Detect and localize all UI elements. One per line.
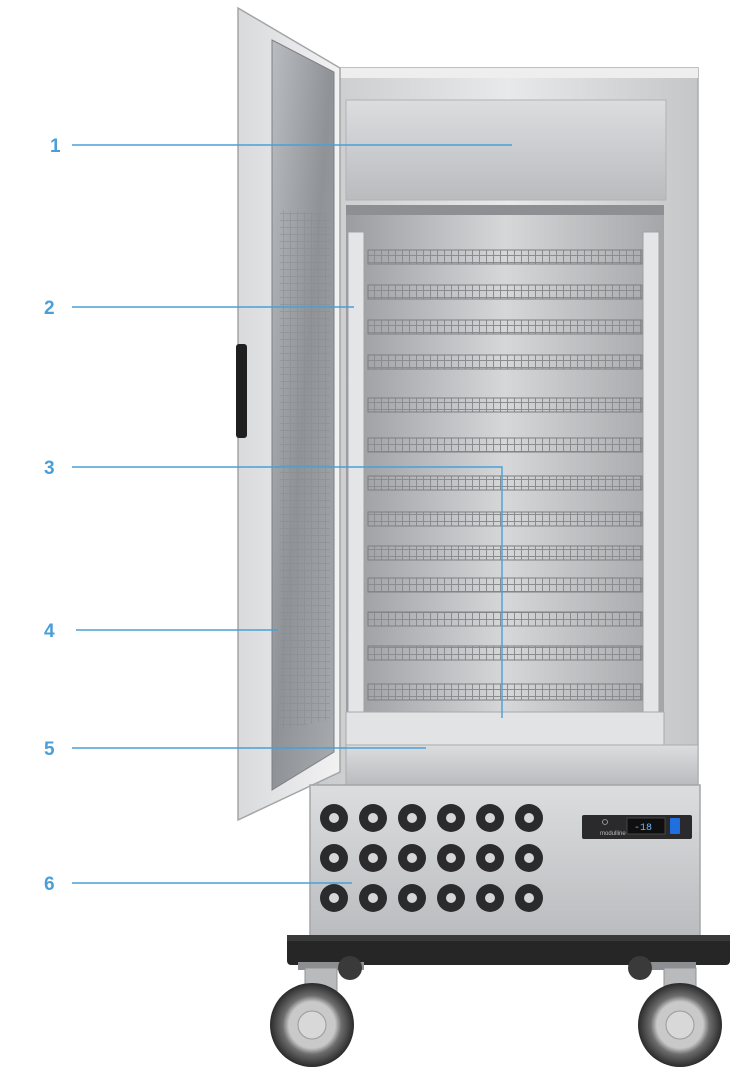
callout-number: 5 <box>44 739 55 760</box>
castor-wheel-right <box>638 967 722 1067</box>
castor-wheel-left <box>270 967 354 1067</box>
wire-shelf <box>367 577 643 593</box>
callout-2: 2 <box>44 298 354 319</box>
control-panel: modulline -18 <box>582 815 692 839</box>
wire-shelf <box>367 645 643 661</box>
callout-number: 2 <box>44 298 55 319</box>
trolley-base <box>287 935 730 970</box>
wire-shelf <box>367 475 643 491</box>
wire-shelves <box>367 249 643 701</box>
wire-shelf <box>367 319 643 335</box>
castor-wheel-back-right <box>628 956 652 980</box>
callout-4: 4 <box>44 621 278 642</box>
glass-door <box>236 6 341 822</box>
top-panel <box>345 99 667 201</box>
leader-line <box>72 466 503 718</box>
wire-shelf <box>367 437 643 453</box>
cabinet-floor <box>345 711 699 786</box>
callout-number: 4 <box>44 621 55 642</box>
callout-3: 3 <box>44 458 503 718</box>
temperature-display: -18 <box>634 823 652 834</box>
callout-number: 1 <box>50 136 61 157</box>
callout-1: 1 <box>50 136 512 157</box>
wire-shelf <box>367 683 643 701</box>
wire-shelf <box>367 249 643 265</box>
control-panel-brand: modulline <box>600 831 626 837</box>
wire-shelf <box>367 284 643 300</box>
wire-shelf <box>367 354 643 370</box>
wire-shelf <box>367 545 643 561</box>
callout-6: 6 <box>44 874 352 895</box>
door-handle <box>236 344 247 438</box>
vented-base-unit: modulline -18 <box>309 784 701 941</box>
wire-shelf <box>367 611 643 627</box>
wire-shelf <box>367 511 643 527</box>
callout-number: 3 <box>44 458 55 479</box>
power-switch[interactable] <box>670 818 680 834</box>
wire-shelf <box>367 397 643 413</box>
callout-5: 5 <box>44 739 426 760</box>
castor-wheel-back-left <box>338 956 362 980</box>
callout-number: 6 <box>44 874 55 895</box>
